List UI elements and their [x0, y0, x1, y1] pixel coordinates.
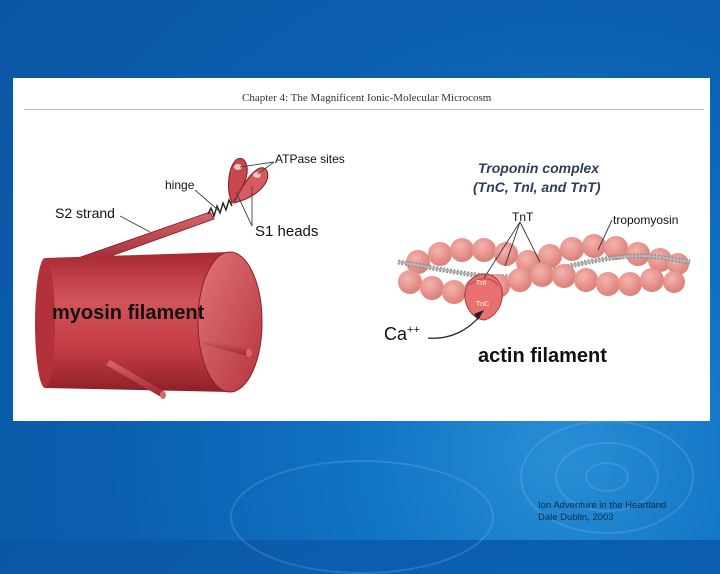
s2-strand-label: S2 strand — [55, 205, 115, 221]
troponin-complex-subtitle: (TnC, TnI, and TnT) — [473, 179, 601, 195]
calcium-charge: ++ — [407, 324, 420, 336]
hinge-label: hinge — [165, 178, 194, 192]
calcium-label: Ca++ — [384, 324, 420, 345]
calcium-symbol: Ca — [384, 324, 407, 344]
hinge-spring — [208, 200, 232, 216]
calcium-arrow — [428, 310, 484, 338]
credit-source: Ion Adventure in the Heartland — [538, 500, 666, 512]
tnt-label: TnT — [512, 210, 533, 224]
atpase-sites-label: ATPase sites — [275, 152, 345, 166]
credit-block: Ion Adventure in the Heartland Dale Dubl… — [538, 500, 666, 524]
tnc-label: TnC — [476, 301, 489, 308]
s1-heads — [229, 158, 268, 203]
myosin-filament-label: myosin filament — [52, 302, 204, 325]
tni-label: TnI — [476, 280, 486, 287]
s1-heads-label: S1 heads — [255, 223, 318, 240]
actin-filament-label: actin filament — [478, 345, 607, 368]
credit-author: Dale Dublin, 2003 — [538, 512, 666, 524]
diagram-art — [0, 0, 720, 540]
tropomyosin-label: tropomyosin — [613, 213, 678, 227]
troponin-complex-title: Troponin complex — [478, 160, 599, 176]
